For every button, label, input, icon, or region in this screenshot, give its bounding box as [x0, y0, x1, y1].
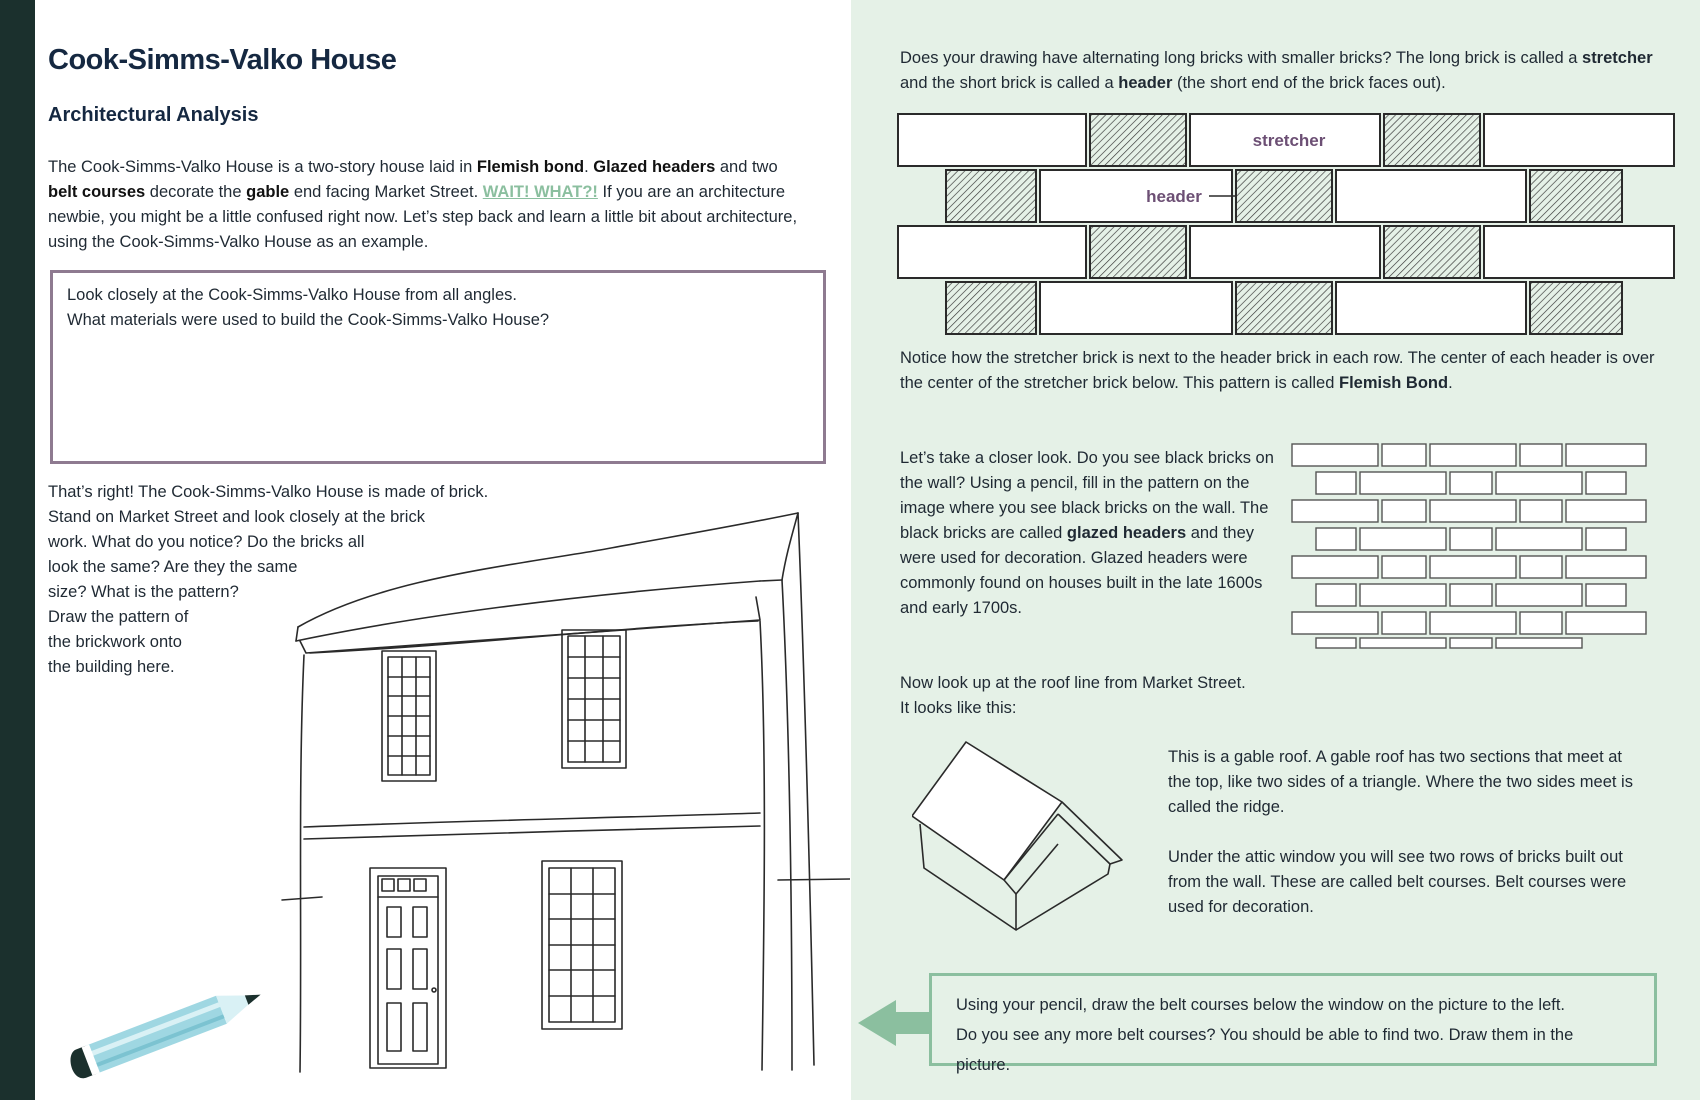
term-belt-courses: belt courses: [48, 183, 146, 201]
gable-paragraph: This is a gable roof. A gable roof has t…: [1168, 748, 1633, 816]
page-title: Cook-Simms-Valko House: [48, 44, 397, 76]
stretcher-label: stretcher: [1253, 131, 1326, 150]
left-page: [35, 0, 851, 1100]
intro-text: Does your drawing have alternating long …: [900, 49, 1583, 67]
brick-fill-grid[interactable]: [1290, 442, 1648, 650]
prompt-line: size? What is the pattern?: [48, 583, 239, 601]
intro-text: .: [584, 158, 594, 176]
gable-roof-illustration: [912, 741, 1123, 931]
roofline-line: Now look up at the roof line from Market…: [900, 674, 1246, 692]
roofline-line: It looks like this:: [900, 699, 1017, 717]
prompt-line: That’s right! The Cook-Simms-Valko House…: [48, 483, 489, 501]
section-subtitle: Architectural Analysis: [48, 104, 259, 126]
intro-text: decorate the: [145, 183, 247, 201]
question-line: What materials were used to build the Co…: [67, 311, 550, 329]
wait-what-link[interactable]: WAIT! WHAT?!: [482, 183, 598, 201]
intro-text: (the short end of the brick faces out).: [1172, 74, 1446, 92]
roofline-prompt: Now look up at the roof line from Market…: [900, 671, 1300, 721]
materials-answer-box[interactable]: Look closely at the Cook-Simms-Valko Hou…: [50, 270, 826, 464]
header-label: header: [1146, 187, 1202, 206]
term-flemish-bond: Flemish bond: [476, 158, 585, 176]
belt-course-paragraph: Under the attic window you will see two …: [1168, 848, 1627, 916]
term-glazed-headers: Glazed headers: [593, 158, 716, 176]
intro-text: The Cook-Simms-Valko House is a two-stor…: [48, 158, 477, 176]
task-line: Using your pencil, draw the belt courses…: [956, 996, 1566, 1014]
intro-text: If you are an architecture newbie, you m…: [48, 183, 798, 251]
term-flemish-bond: Flemish Bond: [1339, 374, 1449, 392]
closer-text: and they were used for decoration. Glaze…: [900, 524, 1263, 617]
gable-roof-explanation: This is a gable roof. A gable roof has t…: [1168, 745, 1638, 920]
question-line: Look closely at the Cook-Simms-Valko Hou…: [67, 286, 517, 304]
arrow-left-icon: [858, 1000, 933, 1046]
intro-text: end facing Market Street.: [289, 183, 483, 201]
prompt-line: the building here.: [48, 658, 175, 676]
page-spine: [0, 0, 35, 1100]
house-drawing-canvas[interactable]: [270, 505, 850, 1075]
term-glazed-headers: glazed headers: [1066, 524, 1187, 542]
intro-text: and the short brick is called a: [900, 74, 1119, 92]
prompt-line: look the same? Are they the same: [48, 558, 298, 576]
pencil-icon: [70, 994, 261, 1079]
closer-text: Let’s take a closer look. Do you see bla…: [900, 449, 1274, 542]
flemish-bond-notice: Notice how the stretcher brick is next t…: [900, 346, 1660, 396]
intro-paragraph: The Cook-Simms-Valko House is a two-stor…: [48, 155, 808, 255]
notice-text: .: [1448, 374, 1453, 392]
notice-text: Notice how the stretcher brick is next t…: [900, 349, 1655, 392]
belt-course-task-box: Using your pencil, draw the belt courses…: [929, 973, 1657, 1074]
intro-text: and two: [715, 158, 778, 176]
prompt-line: Stand on Market Street and look closely …: [48, 508, 425, 526]
task-line: Do you see any more belt courses? You sh…: [956, 1026, 1574, 1074]
prompt-line: the brickwork onto: [48, 633, 182, 651]
prompt-line: Draw the pattern of: [48, 608, 189, 626]
term-gable: gable: [246, 183, 290, 201]
term-header: header: [1118, 74, 1173, 92]
flemish-bond-diagram: stretcher header: [897, 113, 1675, 335]
house-prompt: That’s right! The Cook-Simms-Valko House…: [48, 480, 508, 680]
stretcher-header-intro: Does your drawing have alternating long …: [900, 46, 1660, 96]
glazed-headers-paragraph: Let’s take a closer look. Do you see bla…: [900, 446, 1280, 621]
prompt-line: work. What do you notice? Do the bricks …: [48, 533, 365, 551]
term-stretcher: stretcher: [1582, 49, 1653, 67]
